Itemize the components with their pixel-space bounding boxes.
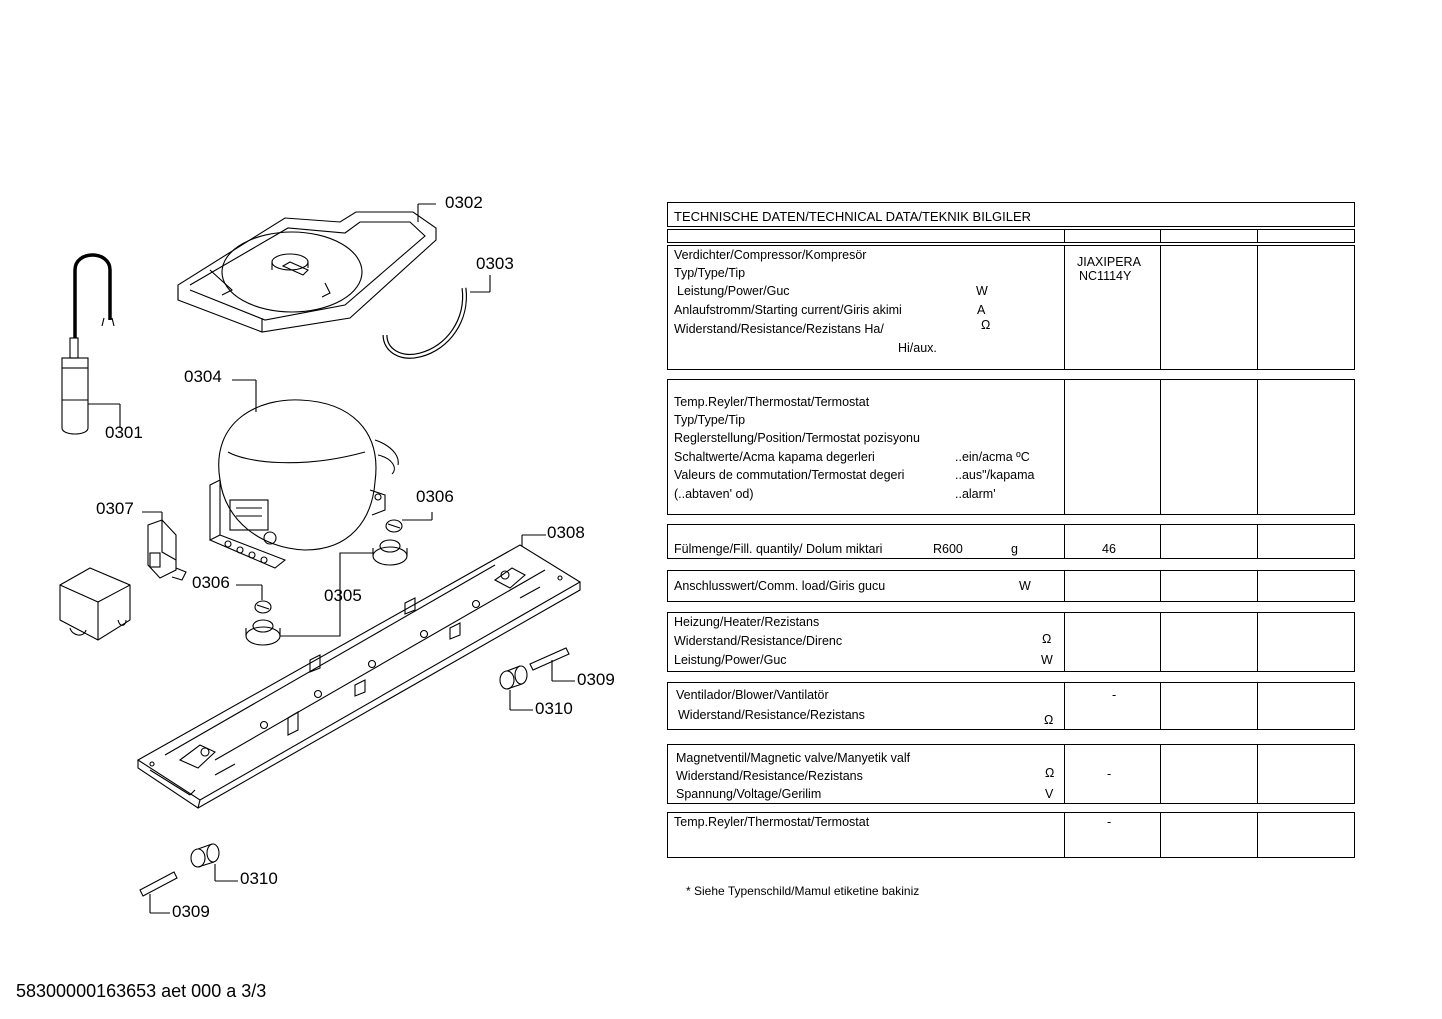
rubber-mount-b [245,619,281,646]
thermostat-type-label: Typ/Type/Tip [674,413,746,427]
screw-part-b [254,600,272,614]
callout-0310-a: 0310 [535,699,573,718]
heater-power-label: Leistung/Power/Guc [674,653,787,667]
blower-resistance-label: Widerstand/Resistance/Rezistans [678,708,865,722]
compressor-aux-label: Hi/aux. [898,341,937,355]
thermostat-label: Temp.Reyler/Thermostat/Termostat [674,395,870,409]
table-title-box [667,202,1355,227]
section-blower [667,682,1355,730]
valve-label: Magnetventil/Magnetic valve/Manyetik val… [676,751,911,765]
heater-resistance-label: Widerstand/Resistance/Direnc [674,634,843,648]
thermostat-position-label: Reglerstellung/Position/Termostat pozisy… [674,431,920,445]
callout-0301: 0301 [105,423,143,442]
thermostat-defrost-label: (..abtaven' od) [674,487,754,501]
thermostat-switch-label: Schaltwerte/Acma kapama degerleri [674,450,875,464]
valve-voltage-unit: V [1045,787,1054,801]
heater-label: Heizung/Heater/Rezistans [674,615,820,629]
section-thermostat [667,379,1355,515]
mounting-rail-part [136,544,582,809]
table-title: TECHNISCHE DATEN/TECHNICAL DATA/TEKNIK B… [674,209,1032,224]
callout-0302: 0302 [445,193,483,212]
fill-quantity-value: 46 [1102,542,1116,556]
compressor-model-value: NC1114Y [1079,269,1132,283]
callout-0306-b: 0306 [192,573,230,592]
fill-quantity-label: Fülmenge/Fill. quantily/ Dolum miktari [674,542,883,556]
thermostat-alarm-label: ..alarm' [955,487,996,501]
thermostat-values-label: Valeurs de commutation/Termostat degeri [674,468,905,482]
sleeve-part-b [190,843,220,868]
thermostat-off-label: ..aus"/kapama [955,468,1035,482]
thermostat-2-label: Temp.Reyler/Thermostat/Termostat [674,815,870,829]
section-fill-quantity [667,524,1355,559]
compressor-resistance-label: Widerstand/Resistance/Rezistans Ha/ [674,322,884,336]
callout-0309-a: 0309 [577,670,615,689]
section-magnetic-valve [667,744,1355,804]
fill-quantity-unit: g [1011,542,1018,556]
drip-tray-part [177,211,437,333]
heater-power-unit: W [1041,653,1053,667]
connected-load-unit: W [1019,579,1031,593]
callout-0305: 0305 [324,586,362,605]
valve-resistance-label: Widerstand/Resistance/Rezistans [676,769,863,783]
document-code: 58300000163653 aet 000 a 3/3 [16,981,267,1001]
compressor-resistance-unit: Ω [981,318,991,332]
thermostat-2-value: - [1107,815,1112,829]
callout-0307: 0307 [96,499,134,518]
section-heater [667,612,1355,672]
compressor-part [209,399,399,569]
heater-resistance-unit: Ω [1042,632,1052,646]
callout-0309-b: 0309 [172,902,210,921]
compressor-power-unit: W [976,284,988,298]
valve-voltage-label: Spannung/Voltage/Gerilim [676,787,822,801]
section-connected-load [667,570,1355,602]
callout-0304: 0304 [184,367,222,386]
callout-0310-b: 0310 [240,869,278,888]
footnote: * Siehe Typenschild/Mamul etiketine baki… [686,884,920,898]
compressor-current-label: Anlaufstromm/Starting current/Giris akim… [674,303,902,317]
rubber-mount-a [372,539,408,566]
sleeve-part-a [499,665,528,690]
blower-label: Ventilador/Blower/Vantilatör [676,688,829,702]
valve-value: - [1107,767,1112,781]
compressor-make-value: JIAXIPERA [1077,255,1141,269]
pin-part-b [139,871,178,897]
blower-resistance-unit: Ω [1044,713,1054,727]
valve-resistance-unit: Ω [1045,766,1055,780]
connected-load-label: Anschlusswert/Comm. load/Giris gucu [674,579,886,593]
drain-hose-part [382,287,467,359]
compressor-label: Verdichter/Compressor/Kompresör [674,248,867,262]
screw-part-a [385,519,403,533]
compressor-power-label: Leistung/Power/Guc [677,284,790,298]
column-header-row [667,229,1355,243]
blower-value: - [1112,688,1117,702]
pin-part-a [529,647,570,671]
capacitor-part [61,253,115,435]
section-thermostat-2 [667,812,1355,858]
section-compressor [667,245,1355,370]
callout-0303: 0303 [476,254,514,273]
overload-protector-part [59,567,131,641]
compressor-current-unit: A [977,303,986,317]
refrigerant-type: R600 [933,542,963,556]
compressor-type-label: Typ/Type/Tip [674,266,746,280]
thermostat-on-label: ..ein/acma ºC [955,450,1030,464]
callout-0306-a: 0306 [416,487,454,506]
starter-relay-part [147,519,187,581]
callout-0308: 0308 [547,523,585,542]
